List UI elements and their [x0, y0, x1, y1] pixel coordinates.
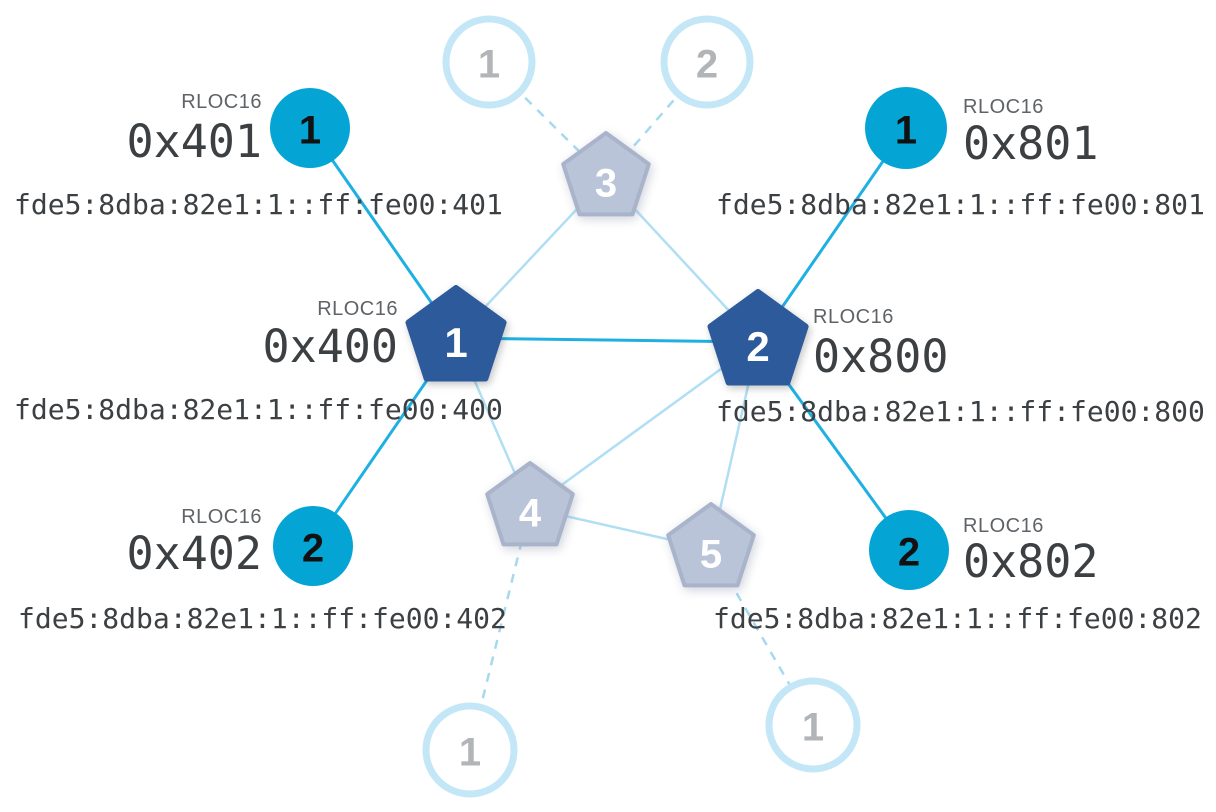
- node-number: 1: [459, 730, 481, 774]
- router-node-router-4[interactable]: 4: [485, 461, 575, 547]
- ipv6-address: fde5:8dba:82e1:1::ff:fe00:402: [18, 602, 507, 635]
- rloc16-label: RLOC16: [181, 91, 262, 113]
- node-number: 1: [478, 42, 500, 86]
- child-node-child-802[interactable]: 2: [869, 510, 949, 590]
- router-shape: [485, 461, 575, 547]
- rloc16-label: RLOC16: [963, 96, 1044, 118]
- rloc16-value: 0x402: [126, 527, 262, 580]
- child-node-child-top-2[interactable]: 2: [660, 15, 754, 109]
- rloc16-label: RLOC16: [317, 298, 398, 320]
- router-node-router-1[interactable]: 1: [405, 285, 507, 382]
- node-number: 4: [519, 491, 542, 535]
- router-shape: [561, 131, 651, 217]
- rloc16-label: RLOC16: [181, 506, 262, 528]
- child-node-child-bottom-2[interactable]: 1: [765, 677, 861, 773]
- node-number: 2: [302, 526, 324, 570]
- ipv6-address: fde5:8dba:82e1:1::ff:fe00:801: [716, 188, 1205, 221]
- child-node-child-401[interactable]: 1: [270, 88, 350, 168]
- rloc16-label: RLOC16: [963, 515, 1044, 537]
- child-node-child-801[interactable]: 1: [865, 87, 947, 169]
- node-number: 5: [700, 532, 722, 576]
- node-number: 1: [802, 705, 824, 749]
- node-number: 2: [746, 323, 769, 370]
- router-node-router-3[interactable]: 3: [561, 131, 651, 217]
- node-number: 1: [895, 108, 917, 152]
- child-node-child-402[interactable]: 2: [273, 506, 353, 586]
- child-shape: [442, 15, 536, 109]
- router-shape: [707, 289, 809, 386]
- rloc16-value: 0x802: [963, 535, 1099, 588]
- ipv6-address: fde5:8dba:82e1:1::ff:fe00:400: [14, 393, 503, 426]
- child-shape: [422, 702, 518, 798]
- link-router-2-router-4: [529, 340, 759, 510]
- node-number: 3: [595, 161, 617, 205]
- node-number: 2: [696, 42, 718, 86]
- child-node-child-top-1[interactable]: 1: [442, 15, 536, 109]
- rloc16-value: 0x400: [262, 320, 398, 373]
- router-node-router-5[interactable]: 5: [666, 502, 756, 588]
- router-shape: [666, 502, 756, 588]
- rloc16-value: 0x401: [126, 115, 262, 168]
- child-shape: [270, 88, 350, 168]
- child-shape: [865, 87, 947, 169]
- router-node-router-2[interactable]: 2: [707, 289, 809, 386]
- child-shape: [765, 677, 861, 773]
- child-shape: [869, 510, 949, 590]
- child-shape: [273, 506, 353, 586]
- node-number: 1: [444, 319, 467, 366]
- node-number: 2: [898, 530, 920, 574]
- ipv6-address: fde5:8dba:82e1:1::ff:fe00:800: [716, 395, 1205, 428]
- rloc16-value: 0x801: [963, 117, 1099, 170]
- node-number: 1: [299, 108, 321, 152]
- ipv6-address: fde5:8dba:82e1:1::ff:fe00:401: [14, 188, 503, 221]
- rloc16-value: 0x800: [813, 330, 949, 383]
- router-shape: [405, 285, 507, 382]
- link-router-1-router-2: [455, 336, 759, 344]
- rloc16-label: RLOC16: [813, 306, 894, 328]
- child-node-child-bottom-1[interactable]: 1: [422, 702, 518, 798]
- child-shape: [660, 15, 754, 109]
- ipv6-address: fde5:8dba:82e1:1::ff:fe00:802: [713, 602, 1202, 635]
